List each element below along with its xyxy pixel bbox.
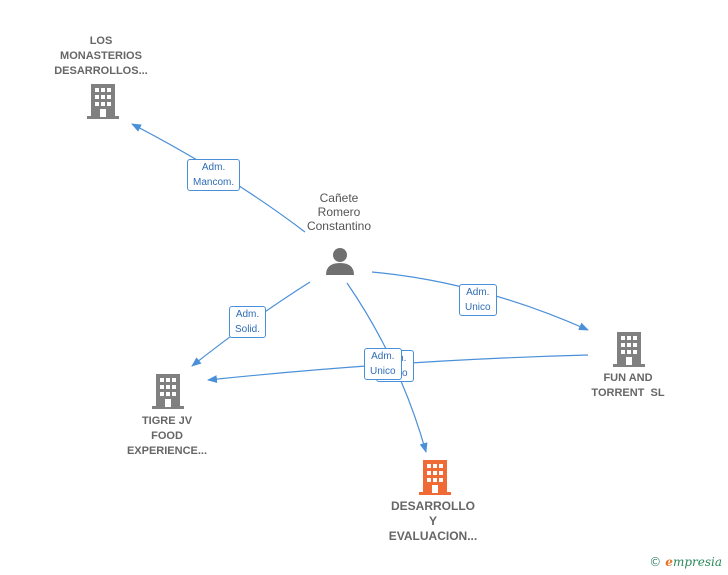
edge-label-line: Adm. <box>235 309 260 320</box>
label-line: TORRENT SL <box>591 387 665 399</box>
edge-label-unico-fun[interactable]: Adm. Unico <box>459 284 497 316</box>
edge-label-line: Unico <box>370 366 396 377</box>
label-line: Y <box>428 514 437 528</box>
edge-label-mancom[interactable]: Adm. Mancom. <box>187 159 241 191</box>
label-line: FUN AND <box>603 372 653 384</box>
edge-label-line: Unico <box>465 302 491 313</box>
empresia-watermark: ©empresia <box>649 555 722 569</box>
node-label-person: Cañete Romero Constantino <box>296 191 382 233</box>
node-label-desarrollo: DESARROLLO Y EVALUACION... <box>378 499 488 544</box>
label-line: EXPERIENCE... <box>126 445 208 457</box>
label-line: Constantino <box>306 219 372 233</box>
node-label-monasterios: LOS MONASTERIOS DESARROLLOS... <box>48 34 154 79</box>
edge-label-unico-desarrollo[interactable]: Adm. Unico <box>364 348 402 380</box>
edge-label-line: Adm. <box>466 287 490 298</box>
label-line: EVALUACION... <box>388 529 478 543</box>
label-line: FOOD <box>151 430 183 442</box>
edge-label-line: Adm. <box>371 351 395 362</box>
building-icon[interactable] <box>613 332 645 368</box>
brand-initial: e <box>665 555 673 569</box>
building-icon[interactable] <box>419 460 451 496</box>
label-line: LOS <box>89 35 113 47</box>
person-icon[interactable] <box>325 246 355 276</box>
label-line: DESARROLLOS... <box>54 65 148 77</box>
node-label-fun-torrent: FUN AND TORRENT SL <box>578 371 678 401</box>
label-line: Cañete <box>319 191 359 205</box>
brand-name: mpresia <box>672 555 722 569</box>
label-line: Romero <box>317 205 361 219</box>
label-line: TIGRE JV <box>141 415 193 427</box>
copyright-icon: © <box>649 555 662 569</box>
edge-label-line: Mancom. <box>193 177 235 188</box>
edge-label-solid[interactable]: Adm. Solid. <box>229 306 267 338</box>
edge-label-line: Adm. <box>201 162 226 173</box>
edge-label-line: Solid. <box>235 324 261 335</box>
building-icon[interactable] <box>152 374 184 410</box>
label-line: DESARROLLO <box>391 499 475 513</box>
node-label-tigre: TIGRE JV FOOD EXPERIENCE... <box>115 414 219 459</box>
label-line: MONASTERIOS <box>60 50 142 62</box>
building-icon[interactable] <box>87 84 119 120</box>
